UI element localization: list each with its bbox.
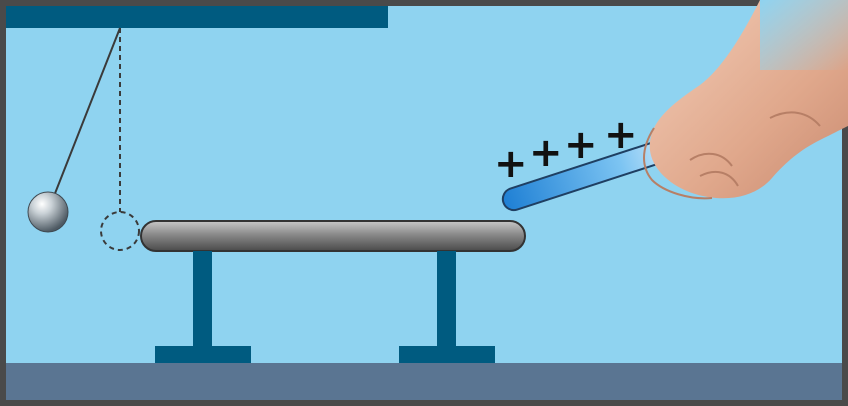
charge-sign: + [604, 112, 638, 158]
charge-sign: + [494, 141, 528, 187]
ceiling [6, 6, 388, 28]
charge-sign: + [564, 122, 598, 168]
metal-ball [28, 192, 68, 232]
metal-bar [141, 221, 525, 251]
background [6, 6, 842, 400]
floor [6, 363, 842, 400]
charge-sign: + [529, 130, 563, 176]
